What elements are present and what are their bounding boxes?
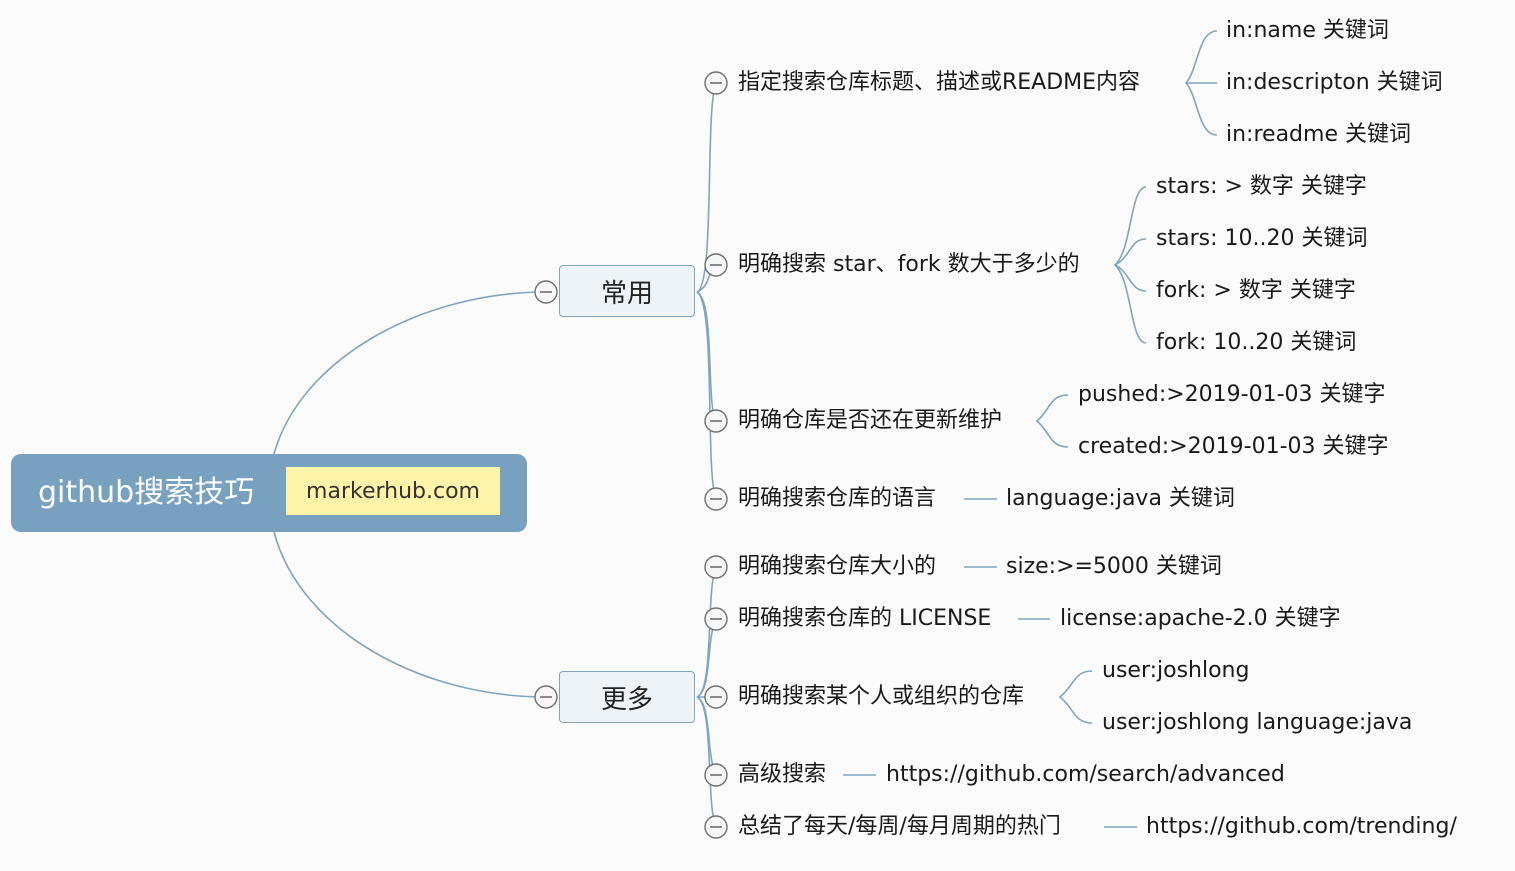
- subtopic-node[interactable]: in:name 关键词: [1226, 18, 1389, 43]
- collapse-toggle-topic-2[interactable]: [704, 409, 728, 433]
- connector-branch-0-topic-2: [696, 291, 717, 422]
- topic-node[interactable]: 明确搜索仓库的语言: [738, 486, 937, 511]
- subtopic-node[interactable]: created:>2019-01-03 关键字: [1078, 434, 1389, 459]
- connector-branch-1-topic-3: [696, 696, 717, 776]
- collapse-toggle-topic-1[interactable]: [704, 253, 728, 277]
- connector-topic-0-children: [1184, 30, 1218, 136]
- topic-node[interactable]: 明确搜索仓库大小的: [738, 554, 937, 579]
- collapse-toggle-topic-5[interactable]: [704, 607, 728, 631]
- subtopic-node[interactable]: license:apache-2.0 关键字: [1060, 606, 1341, 631]
- connector-topic-2-children: [1035, 394, 1069, 448]
- subtopic-node[interactable]: stars: 10..20 关键词: [1156, 226, 1368, 251]
- topic-node[interactable]: 明确仓库是否还在更新维护: [738, 408, 1003, 433]
- collapse-toggle-topic-6[interactable]: [704, 685, 728, 709]
- subtopic-node[interactable]: https://github.com/search/advanced: [886, 762, 1285, 787]
- topic-node[interactable]: 指定搜索仓库标题、描述或README内容: [738, 70, 1141, 95]
- connector-topic-6-children: [1058, 670, 1093, 724]
- subtopic-node[interactable]: https://github.com/trending/: [1146, 814, 1457, 839]
- root-title: github搜索技巧: [38, 475, 255, 510]
- connector-branch-0-topic-3: [696, 291, 717, 500]
- topic-node[interactable]: 总结了每天/每周/每月周期的热门: [738, 814, 1061, 839]
- subtopic-node[interactable]: language:java 关键词: [1006, 486, 1235, 511]
- connector-topic-1-children: [1113, 186, 1147, 344]
- collapse-toggle-topic-4[interactable]: [704, 555, 728, 579]
- subtopic-node[interactable]: user:joshlong: [1102, 658, 1250, 683]
- collapse-toggle-topic-0[interactable]: [704, 71, 728, 95]
- topic-node[interactable]: 明确搜索某个人或组织的仓库: [738, 684, 1025, 709]
- connector-root-branch-1: [273, 531, 547, 698]
- collapse-toggle-branch-0[interactable]: [534, 280, 558, 304]
- topic-node[interactable]: 明确搜索仓库的 LICENSE: [738, 606, 992, 631]
- topic-node[interactable]: 明确搜索 star、fork 数大于多少的: [738, 252, 1080, 277]
- subtopic-node[interactable]: in:readme 关键词: [1226, 122, 1411, 147]
- subtopic-node[interactable]: user:joshlong language:java: [1102, 710, 1413, 735]
- connector-branch-1-topic-1: [696, 618, 717, 698]
- root-label-badge: markerhub.com: [286, 467, 500, 515]
- branch-node-more[interactable]: 更多: [559, 671, 695, 723]
- subtopic-node[interactable]: stars: > 数字 关键字: [1156, 174, 1367, 199]
- collapse-toggle-topic-3[interactable]: [704, 487, 728, 511]
- root-node[interactable]: github搜索技巧 markerhub.com: [11, 454, 527, 532]
- subtopic-node[interactable]: size:>=5000 关键词: [1006, 554, 1222, 579]
- subtopic-node[interactable]: in:descripton 关键词: [1226, 70, 1443, 95]
- subtopic-node[interactable]: fork: > 数字 关键字: [1156, 278, 1356, 303]
- collapse-toggle-topic-8[interactable]: [704, 815, 728, 839]
- connector-branch-0-topic-0: [696, 82, 717, 293]
- topic-node[interactable]: 高级搜索: [738, 762, 827, 787]
- collapse-toggle-branch-1[interactable]: [534, 685, 558, 709]
- connector-root-branch-0: [273, 291, 547, 455]
- subtopic-node[interactable]: fork: 10..20 关键词: [1156, 330, 1357, 355]
- subtopic-node[interactable]: pushed:>2019-01-03 关键字: [1078, 382, 1386, 407]
- collapse-toggle-topic-7[interactable]: [704, 763, 728, 787]
- branch-node-common[interactable]: 常用: [559, 265, 695, 317]
